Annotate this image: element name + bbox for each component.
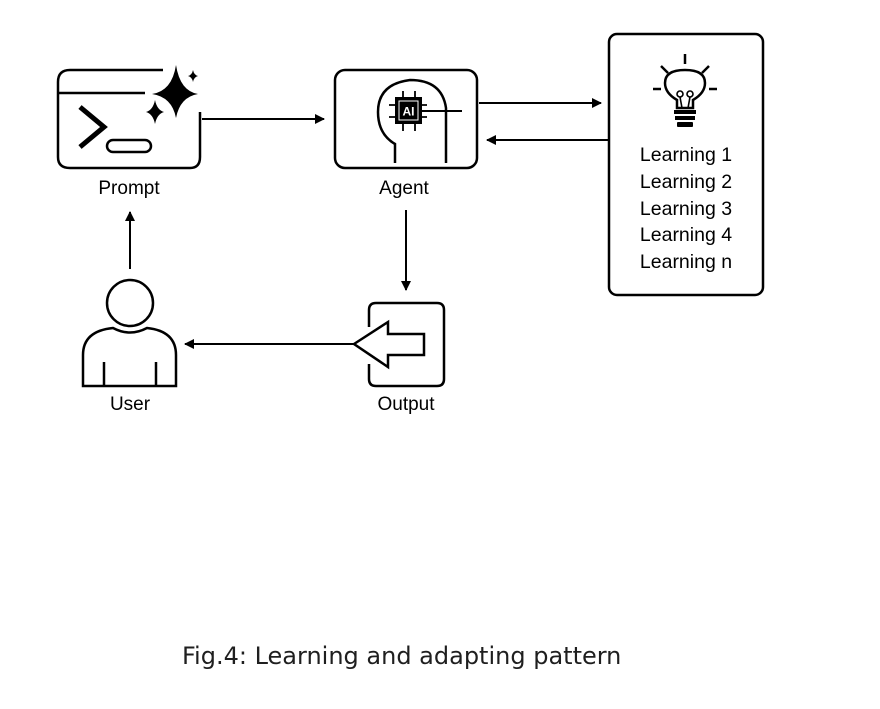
terminal-sparkle-icon xyxy=(56,65,202,170)
learnings-list: Learning 1 Learning 2 Learning 3 Learnin… xyxy=(610,142,762,276)
ai-head-icon: AI xyxy=(333,68,479,170)
lightbulb-icon xyxy=(653,54,717,127)
learning-item: Learning 4 xyxy=(639,224,733,247)
figure-caption: Fig.4: Learning and adapting pattern xyxy=(182,642,622,670)
user-icon xyxy=(81,278,178,388)
prompt-label: Prompt xyxy=(98,178,160,199)
learning-item: Learning 3 xyxy=(639,197,733,220)
ai-chip-text: AI xyxy=(403,105,415,119)
output-arrow-icon xyxy=(351,301,446,388)
user-label: User xyxy=(109,394,151,415)
learnings-panel xyxy=(607,32,765,297)
learning-item: Learning 2 xyxy=(639,170,733,193)
output-label: Output xyxy=(377,394,435,415)
learning-item: Learning 1 xyxy=(639,144,733,166)
agent-label: Agent xyxy=(379,178,429,199)
learning-item: Learning n xyxy=(639,251,733,274)
